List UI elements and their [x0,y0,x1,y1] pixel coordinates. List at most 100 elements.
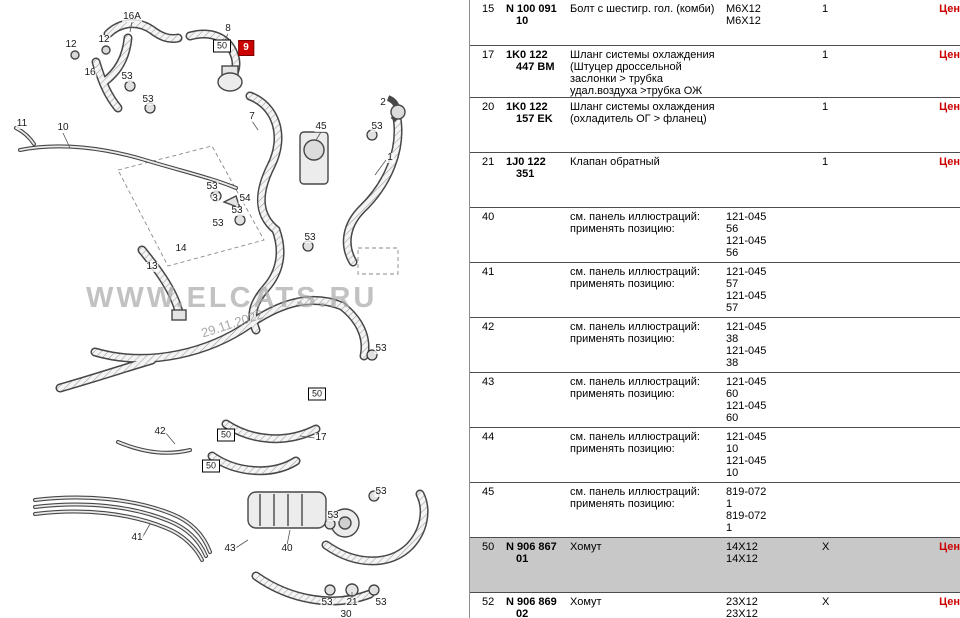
quantity-cell: 1 [822,101,829,113]
reference-cell [726,101,822,152]
price-link [912,486,960,537]
price-link [912,431,960,482]
callout-label-40: 40 [280,543,294,554]
description-cell: см. панель иллюстраций:применять позицию… [570,486,700,510]
position-cell: 40 [482,211,495,223]
callout-label-7: 7 [248,111,256,122]
price-link[interactable]: Цен [939,3,960,15]
callout-label-53: 53 [370,121,384,132]
callout-label-53: 53 [120,71,134,82]
description-cell: Клапан обратный [570,156,660,168]
selected-callout-badge: 9 [238,40,254,56]
price-link[interactable]: Цен [939,541,960,553]
part-number-cell [506,266,570,317]
price-link [912,266,960,317]
position-cell: 17 [482,49,495,61]
position-cell: 20 [482,101,495,113]
description-cell: см. панель иллюстраций:применять позицию… [570,321,700,345]
description-cell: Шланг системы охлаждения(Штуцер дроссель… [570,49,715,97]
description-cell: см. панель иллюстраций:применять позицию… [570,211,700,235]
description-cell: Шланг системы охлаждения(охладитель ОГ >… [570,101,715,125]
description-cell: см. панель иллюстраций:применять позицию… [570,376,700,400]
position-cell: 21 [482,156,495,168]
callout-box-50: 50 [216,428,236,442]
price-link [912,376,960,427]
callout-label-17: 17 [314,432,328,443]
position-cell: 50 [482,541,495,553]
callout-label-53: 53 [374,597,388,608]
price-link[interactable]: Цен [939,156,960,168]
callout-label-8: 8 [224,23,232,34]
part-row-43[interactable]: 43 см. панель иллюстраций:применять позиц… [470,372,960,427]
part-number-cell [506,376,570,427]
quantity-cell [822,431,912,482]
price-link[interactable]: Цен [939,101,960,113]
callout-label-30: 30 [339,609,353,618]
callout-box-50: 50 [212,39,232,53]
callout-label-21: 21 [345,597,359,608]
price-link[interactable]: Цен [939,596,960,608]
callout-label-53: 53 [303,232,317,243]
callout-label-53: 53 [230,205,244,216]
quantity-cell [822,486,912,537]
quantity-cell [822,211,912,262]
position-cell: 52 [482,596,495,608]
reference-cell [726,156,822,207]
callout-label-53: 53 [211,218,225,229]
callout-label-41: 41 [130,532,144,543]
quantity-cell: 1 [822,156,829,168]
part-number-cell [506,321,570,372]
callout-label-1: 1 [386,152,394,163]
position-cell: 43 [482,376,495,388]
part-number-cell [506,486,570,537]
callout-label-54: 54 [238,193,252,204]
callout-label-16: 16 [83,67,97,78]
position-cell: 42 [482,321,495,333]
part-number-cell [506,431,570,482]
callout-label-53: 53 [205,181,219,192]
position-cell: 41 [482,266,495,278]
position-cell: 45 [482,486,495,498]
callout-label-11: 11 [15,118,29,129]
description-cell: Болт с шестигр. гол. (комби) [570,3,715,15]
price-link[interactable]: Цен [939,49,960,61]
callout-label-16A: 16A [122,11,142,22]
description-cell: Хомут [570,596,602,608]
quantity-cell: 1 [822,3,829,15]
callout-label-12: 12 [97,34,111,45]
callout-label-53: 53 [326,510,340,521]
part-row-45[interactable]: 45 см. панель иллюстраций:применять позиц… [470,482,960,537]
quantity-cell: X [822,541,830,553]
part-row-42[interactable]: 42 см. панель иллюстраций:применять позиц… [470,317,960,372]
callout-label-53: 53 [374,343,388,354]
callout-label-2: 2 [379,97,387,108]
callout-label-14: 14 [174,243,188,254]
callout-label-53: 53 [374,486,388,497]
part-row-40[interactable]: 40 см. панель иллюстраций:применять позиц… [470,207,960,262]
callout-label-3: 3 [211,193,219,204]
quantity-cell [822,321,912,372]
position-cell: 15 [482,3,495,15]
